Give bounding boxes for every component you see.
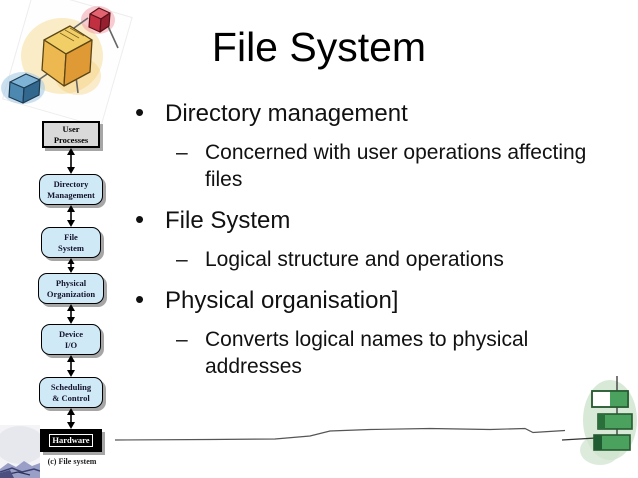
bullet-text: Converts logical names to physical addre… [205, 328, 529, 378]
diagram-layer-hardware: Hardware [40, 429, 102, 452]
green-flowchart-clipart-icon [562, 376, 637, 465]
bullet-text: Physical organisation] [165, 287, 399, 314]
hardware-label: Hardware [49, 434, 93, 447]
diagram-caption: (c) File system [47, 457, 97, 466]
double-headed-arrow [65, 408, 77, 434]
diagram-layer-user-processes: User Processes [42, 121, 100, 148]
bullet-item: • File System [132, 204, 606, 236]
bullet-list: • Directory management – Concerned with … [132, 97, 606, 393]
bullet-marker: • [135, 204, 145, 234]
boxes-network-clipart-icon [1, 0, 133, 128]
bullet-subitem: – Concerned with user operations affecti… [132, 139, 606, 193]
bullet-text: File System [165, 207, 291, 234]
bullet-subitem: – Logical structure and operations [132, 246, 606, 273]
slide-title: File System [211, 24, 427, 70]
bullet-text: Directory management [165, 100, 408, 127]
dash-marker: – [176, 141, 188, 164]
bullet-text: Concerned with user operations affecting… [205, 141, 587, 191]
diagram-layer-directory-management: Directory Management [39, 174, 103, 205]
double-headed-arrow [65, 148, 77, 179]
double-headed-arrow [65, 355, 77, 382]
diagram-layer-physical-organization: Physical Organization [38, 273, 104, 304]
diagram-layer-device-io: Device I/O [41, 324, 101, 355]
divider-line [114, 427, 566, 441]
double-headed-arrow [65, 205, 77, 232]
bullet-marker: • [135, 284, 145, 314]
double-headed-arrow [65, 304, 77, 329]
double-headed-arrow [65, 258, 77, 278]
bullet-item: • Physical organisation] [132, 284, 606, 316]
bullet-subitem: – Converts logical names to physical add… [132, 326, 606, 380]
bullet-text: Logical structure and operations [205, 248, 504, 271]
dash-marker: – [176, 328, 188, 351]
diagram-layer-file-system: File System [41, 227, 101, 258]
dash-marker: – [176, 248, 188, 271]
bullet-item: • Directory management [132, 97, 606, 129]
bullet-marker: • [135, 97, 145, 127]
diagram-layer-scheduling-control: Scheduling & Control [39, 377, 103, 408]
mountain-watercolor-image [0, 425, 40, 478]
